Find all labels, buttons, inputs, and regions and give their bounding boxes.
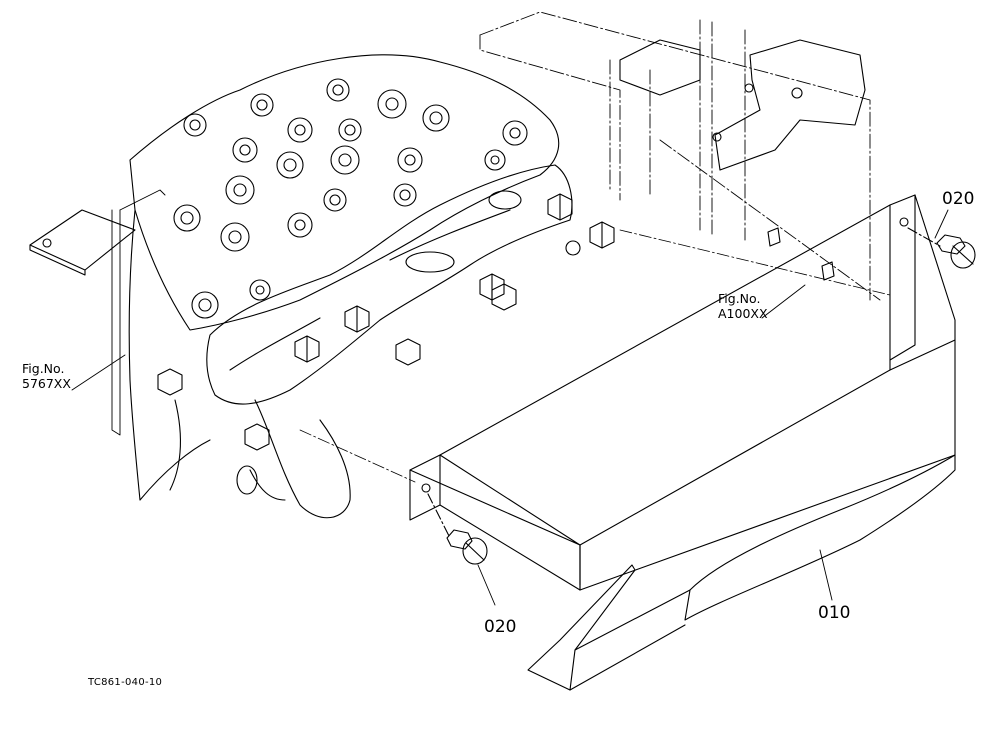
leader-020-lower (477, 564, 496, 606)
fig-ref-left: Fig.No. 5767XX (22, 361, 71, 391)
fig-ref-right-line2: A100XX (718, 306, 768, 321)
leader-fig-left (71, 354, 126, 391)
nut (547, 193, 573, 221)
nut (244, 423, 270, 451)
shield-slots (767, 227, 835, 281)
mounting-bracket (619, 39, 866, 171)
manifold-nuts (157, 193, 615, 451)
gasket-plate (29, 209, 136, 276)
nut (589, 221, 615, 249)
fig-ref-right-line1: Fig.No. (718, 291, 761, 306)
leader-010 (819, 549, 833, 601)
fig-ref-right: Fig.No. A100XX (718, 291, 768, 321)
leader-fig-right (761, 284, 806, 319)
fig-ref-left-line1: Fig.No. (22, 361, 65, 376)
callout-020-lower: 020 (484, 617, 517, 637)
exhaust-manifold (206, 164, 573, 519)
fig-ref-left-line2: 5767XX (22, 376, 71, 391)
alignment-lines (299, 229, 891, 483)
callout-020-upper: 020 (942, 189, 975, 209)
left-frame (111, 189, 166, 436)
cylinder-head (128, 54, 560, 501)
bolt-lower (427, 493, 488, 565)
drawing-code: TC861-040-10 (88, 677, 163, 688)
leader-020-upper (934, 209, 949, 239)
leader-lines (71, 209, 949, 606)
nut (294, 335, 320, 363)
head-bolt-holes (173, 78, 528, 319)
nut (157, 368, 183, 396)
nut (491, 283, 517, 311)
frame-phantom-lines (479, 11, 881, 301)
callout-010: 010 (818, 603, 851, 623)
nut (395, 338, 421, 366)
nut (344, 305, 370, 333)
bolt-upper-right (907, 227, 976, 269)
heat-shield (409, 194, 956, 691)
